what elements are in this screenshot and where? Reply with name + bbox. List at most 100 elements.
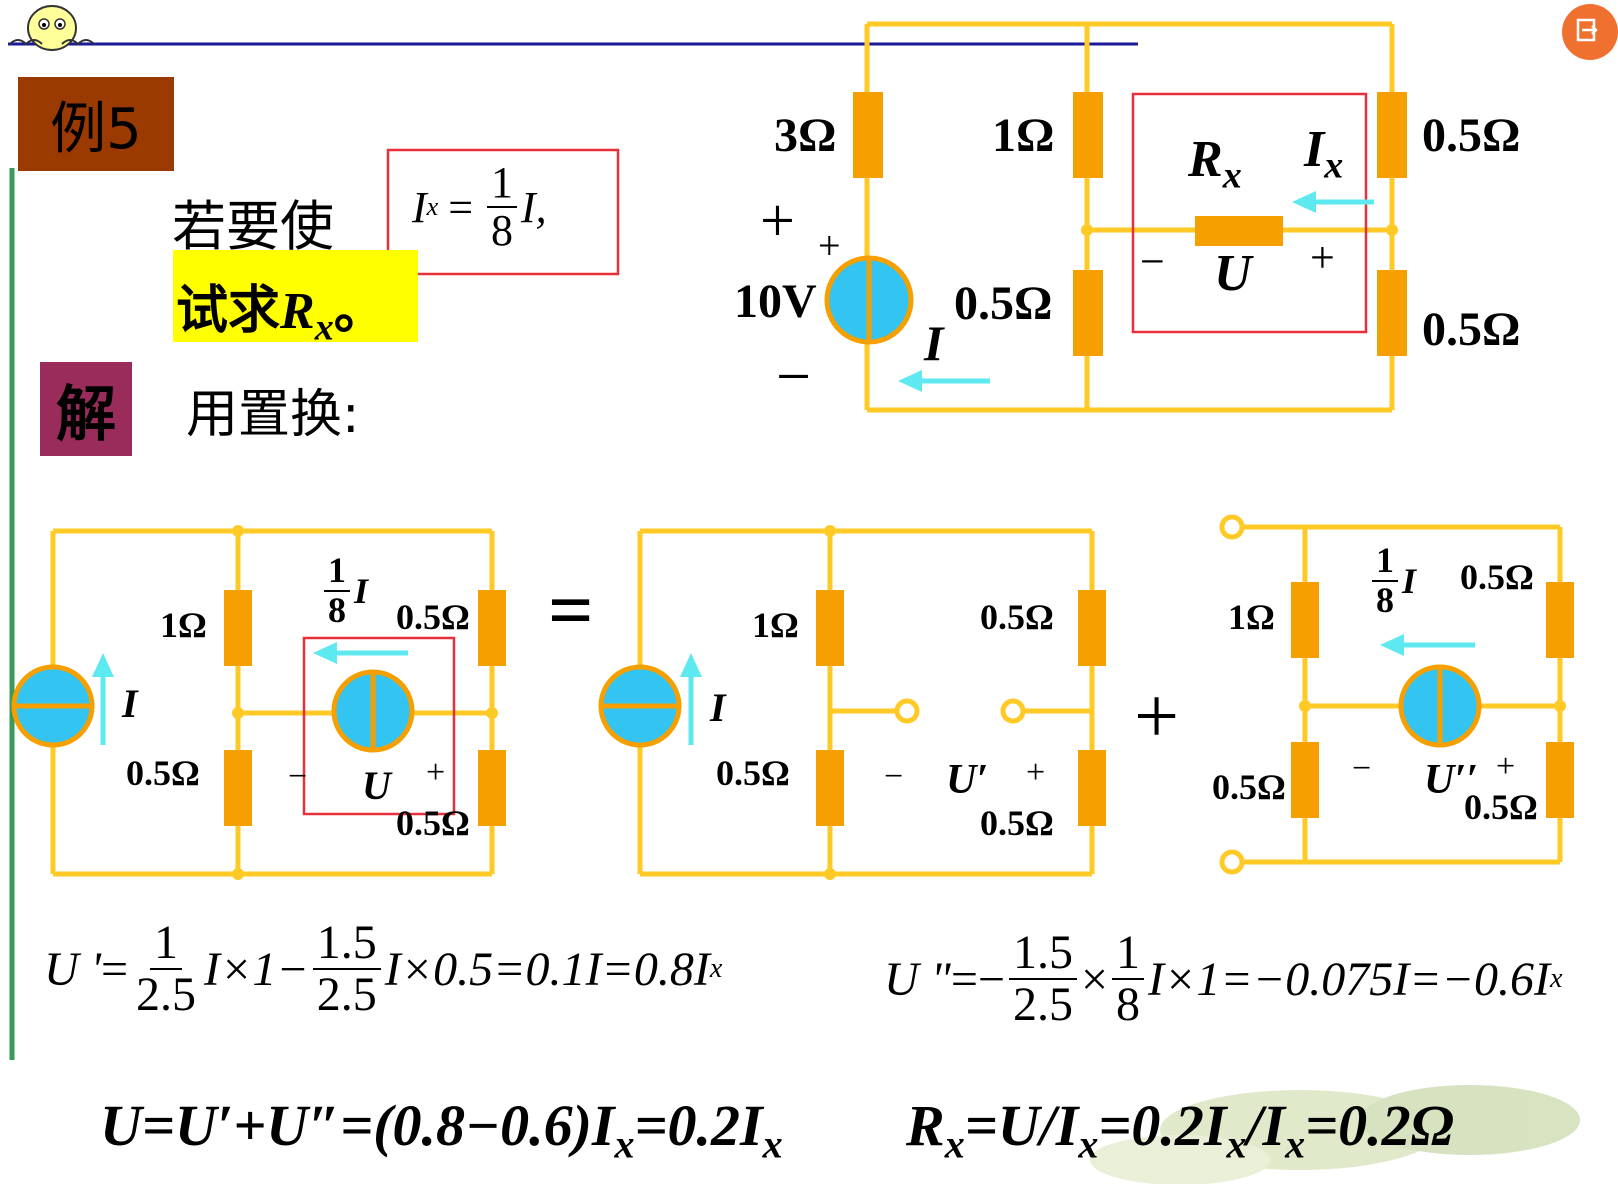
circuit-b-wires: [637, 528, 1095, 877]
main-label-3ohm: 3Ω: [774, 109, 837, 162]
circuit-b-arrow: [680, 653, 702, 745]
circuit-c-resistors: [1291, 582, 1574, 818]
b-label-05-right-top: 0.5Ω: [980, 597, 1054, 637]
final-r-sub4: x: [1285, 1121, 1306, 1167]
main-resistor-1ohm: [1073, 92, 1103, 178]
condition-prefix: 若要使: [172, 195, 334, 258]
a-label-05-right-bottom: 0.5Ω: [396, 803, 470, 843]
u2-tail: I×1=−0.075I=−0.6I: [1148, 952, 1550, 1006]
main-voltage-source: [824, 255, 914, 345]
corner-nav-icon[interactable]: [1562, 4, 1618, 60]
circuit-a-nodes: [232, 525, 498, 880]
circuit-b-current-source: [598, 664, 682, 748]
main-label-u-plus: +: [1310, 233, 1335, 282]
c-label-u-minus: −: [1352, 750, 1372, 787]
circuit-a-highlight-box: [302, 636, 456, 816]
u2-f1-num: 1.5: [1008, 927, 1077, 981]
a-label-05-right-top: 0.5Ω: [396, 597, 470, 637]
b-label-05-left: 0.5Ω: [716, 753, 790, 793]
main-resistor-05-mid: [1073, 270, 1103, 356]
main-label-source: 10V: [734, 275, 817, 328]
main-arrows: [898, 191, 1374, 392]
circuit-b-terminals: [894, 698, 1026, 724]
circuit-a-arrows: [92, 642, 408, 745]
b-label-u-minus: −: [884, 758, 904, 795]
condition-lhs-sub: x: [426, 192, 439, 222]
u1-lhs: U ': [44, 942, 101, 996]
equals-sign: =: [548, 567, 594, 655]
circuit-a-current-source-left: [11, 664, 95, 748]
main-label-u-minus: −: [1140, 237, 1165, 286]
main-label-05-top: 0.5Ω: [1422, 109, 1521, 162]
leaf-decoration: [1090, 1085, 1580, 1184]
main-label-05-bottom: 0.5Ω: [1422, 303, 1521, 356]
ask-text: 试求Rx。: [176, 268, 386, 349]
u1-eq: =: [100, 942, 129, 996]
condition-eq: =: [448, 182, 474, 232]
main-label-ix: Ix: [1304, 120, 1343, 187]
solution-badge: 解: [40, 362, 132, 456]
final-u-sub2: x: [762, 1121, 783, 1167]
u2-f1-den: 2.5: [1012, 978, 1073, 1032]
u2-sub: x: [1549, 963, 1563, 995]
circuit-b-nodes: [824, 525, 836, 880]
b-label-05-right-bottom: 0.5Ω: [980, 803, 1054, 843]
a-frac-den: 8: [328, 589, 346, 630]
c-label-1ohm: 1Ω: [1228, 597, 1275, 637]
circuit-c-terminals: [1219, 514, 1245, 875]
circuit-c-arrow: [1380, 634, 1475, 656]
equation-final-r: Rx=U/Ix=0.2Ix/Ix=0.2Ω: [906, 1092, 1454, 1168]
c-label-u: U′′: [1424, 757, 1478, 803]
main-label-current: I: [924, 315, 944, 371]
main-rx-sub: x: [1222, 154, 1242, 197]
u1-tail: I×0.5=0.1I=0.8I: [384, 942, 710, 996]
u1-mid: I×1−: [204, 942, 309, 996]
a-label-u-plus: +: [426, 754, 446, 791]
u2-f2-num: 1: [1112, 927, 1145, 981]
final-r-sub2: x: [1078, 1121, 1099, 1167]
a-frac-var: I: [354, 570, 369, 611]
condition-den: 8: [491, 206, 514, 256]
condition-lhs: I: [412, 182, 427, 232]
main-resistor-rx: [1195, 216, 1283, 246]
final-u-tail: =0.2I: [634, 1093, 763, 1158]
main-rx-var: R: [1188, 131, 1223, 188]
main-label-minus: −: [776, 343, 811, 411]
rx-highlight-box: [1131, 92, 1368, 334]
ask-suffix: 。: [333, 281, 386, 341]
b-label-1ohm: 1Ω: [752, 605, 799, 645]
main-resistors: [853, 92, 1407, 356]
main-ix-sub: x: [1324, 144, 1344, 187]
u2-eq: =−: [950, 952, 1005, 1006]
c-frac-var: I: [1402, 560, 1417, 601]
main-label-u: U: [1214, 245, 1252, 302]
final-u: U=U′+U″=(0.8−0.6)I: [100, 1093, 615, 1158]
main-label-rx: Rx: [1188, 130, 1242, 197]
final-r: R: [906, 1093, 945, 1158]
a-frac-num: 1: [324, 551, 350, 592]
b-label-u-plus: +: [1026, 754, 1046, 791]
u1-sub: x: [709, 953, 723, 985]
circuit-c-nodes: [1299, 700, 1566, 712]
main-label-05-mid: 0.5Ω: [954, 277, 1053, 330]
c-frac-den: 8: [1376, 579, 1394, 620]
u1-f2-den: 2.5: [316, 968, 377, 1022]
solution-label: 解: [56, 379, 116, 450]
main-resistor-05-bottom: [1377, 270, 1407, 356]
b-label-current: I: [710, 685, 726, 730]
a-label-current: I: [122, 681, 138, 726]
ask-prefix: 试求: [176, 281, 281, 341]
main-circuit: [864, 21, 1395, 413]
u1-f2-num: 1.5: [312, 917, 381, 971]
c-frac-num: 1: [1372, 541, 1398, 582]
final-r-mid: =U/I: [964, 1093, 1079, 1158]
ask-highlight: [173, 250, 418, 342]
main-ix-var: I: [1304, 121, 1325, 178]
main-resistor-3ohm: [853, 92, 883, 178]
final-r-tail: =0.2Ω: [1305, 1093, 1454, 1158]
condition-rhs: I,: [521, 182, 547, 232]
